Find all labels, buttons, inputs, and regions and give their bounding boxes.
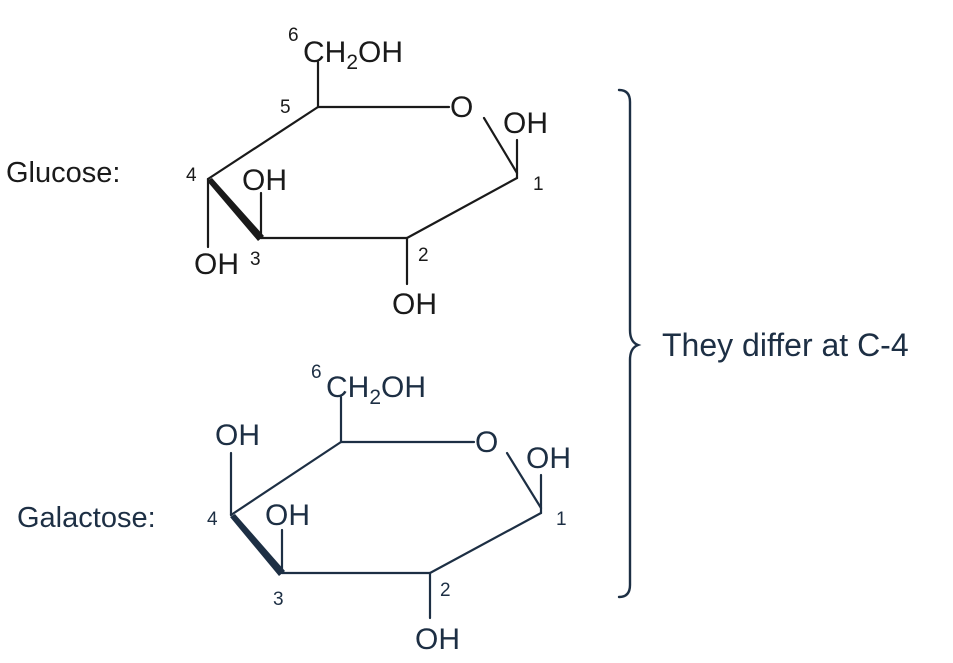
galactose-bond-c1-c2: [428, 511, 543, 575]
glucose-ring-oxygen: O: [450, 91, 473, 124]
galactose-bond-o-c1: [505, 451, 543, 510]
galactose-num-3: 3: [273, 589, 284, 610]
glucose-ch: CH: [303, 36, 346, 69]
galactose-num-4: 4: [207, 509, 218, 530]
glucose-sub2: 2: [346, 51, 358, 74]
galactose-wedge-c3-c4: [230, 514, 285, 576]
galactose-bond-c4-c5: [229, 440, 343, 517]
glucose-label: Glucose:: [6, 157, 120, 189]
galactose-c2-oh: OH: [415, 623, 460, 656]
glucose-structure: Glucose: 6 CH2OH O OH OH OH OH 5 4 3 2 1: [6, 25, 548, 321]
glucose-c2-oh: OH: [392, 288, 437, 321]
glucose-ch2oh: CH2OH: [303, 36, 403, 74]
galactose-label: Galactose:: [17, 502, 156, 534]
right-curly-brace: [617, 88, 642, 599]
glucose-oh6: OH: [358, 36, 403, 69]
glucose-bond-c4-c5: [206, 105, 320, 181]
glucose-c6-number: 6: [288, 25, 299, 46]
galactose-c1-oh: OH: [526, 442, 571, 475]
glucose-oh-down: OH: [194, 248, 239, 281]
galactose-c6-number: 6: [311, 362, 322, 383]
galactose-c3-oh: OH: [265, 499, 310, 532]
galactose-num-1: 1: [556, 509, 567, 530]
glucose-bond-o-c1: [482, 116, 519, 175]
glucose-oh-up: OH: [242, 164, 287, 197]
glucose-bond-c1-c2: [405, 176, 519, 240]
glucose-num-4: 4: [186, 165, 197, 186]
galactose-structure: Galactose: 6 CH2OH O OH OH OH OH 4 3 2 1: [17, 362, 571, 656]
galactose-c4-oh: OH: [215, 419, 260, 452]
glucose-num-5: 5: [280, 97, 291, 118]
conclusion-text: They differ at C-4: [662, 327, 909, 363]
galactose-num-2: 2: [440, 580, 451, 601]
glucose-num-1: 1: [533, 174, 544, 195]
galactose-sub2: 2: [369, 386, 381, 409]
galactose-ch2oh: CH2OH: [326, 371, 426, 409]
galactose-oh6: OH: [381, 371, 426, 404]
glucose-wedge-c3-c4: [207, 178, 264, 241]
glucose-num-2: 2: [418, 245, 429, 266]
galactose-ch: CH: [326, 371, 369, 404]
glucose-c1-oh: OH: [503, 107, 548, 140]
glucose-num-3: 3: [250, 249, 261, 270]
galactose-ring-oxygen: O: [475, 426, 498, 459]
